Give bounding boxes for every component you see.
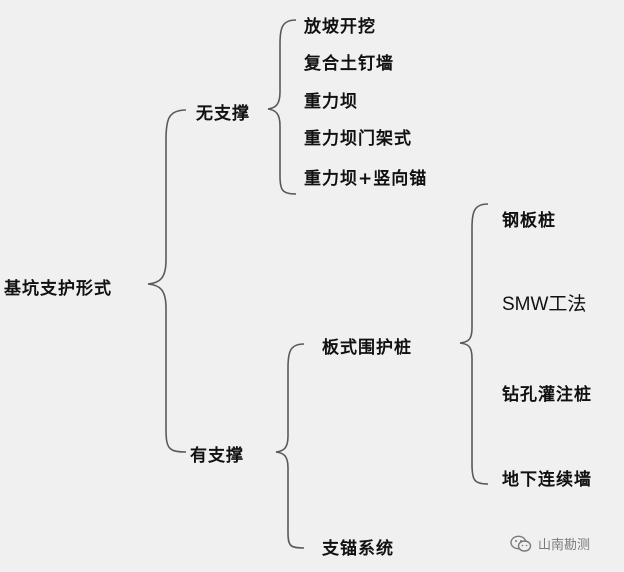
brace-wuzhicheng [267,19,297,195]
node-shuxiangmao: 重力坝+竖向锚 [304,169,428,189]
node-dixialianxu: 地下连续墙 [502,470,592,490]
node-zuankong: 钻孔灌注桩 [502,385,592,405]
node-wuzhicheng: 无支撑 [196,104,250,124]
watermark-text: 山南勘测 [538,538,591,553]
node-root: 基坑支护形式 [4,279,112,299]
brace-root [147,109,187,453]
node-menjiashi: 重力坝门架式 [304,129,412,149]
wechat-icon [510,535,532,552]
node-gangbanzhuang: 钢板桩 [502,211,556,231]
node-zhongliba: 重力坝 [304,92,358,112]
node-fangpo: 放坡开挖 [304,17,376,37]
node-tudingqiang: 复合土钉墙 [304,54,394,74]
watermark: 山南勘测 [510,534,590,553]
node-zhimao: 支锚系统 [322,539,394,559]
node-youzhicheng: 有支撑 [190,446,244,466]
node-smw: SMW工法 [502,294,587,315]
brace-banshi [459,203,489,485]
node-banshi: 板式围护桩 [322,338,412,358]
brace-youzhicheng [275,343,305,549]
